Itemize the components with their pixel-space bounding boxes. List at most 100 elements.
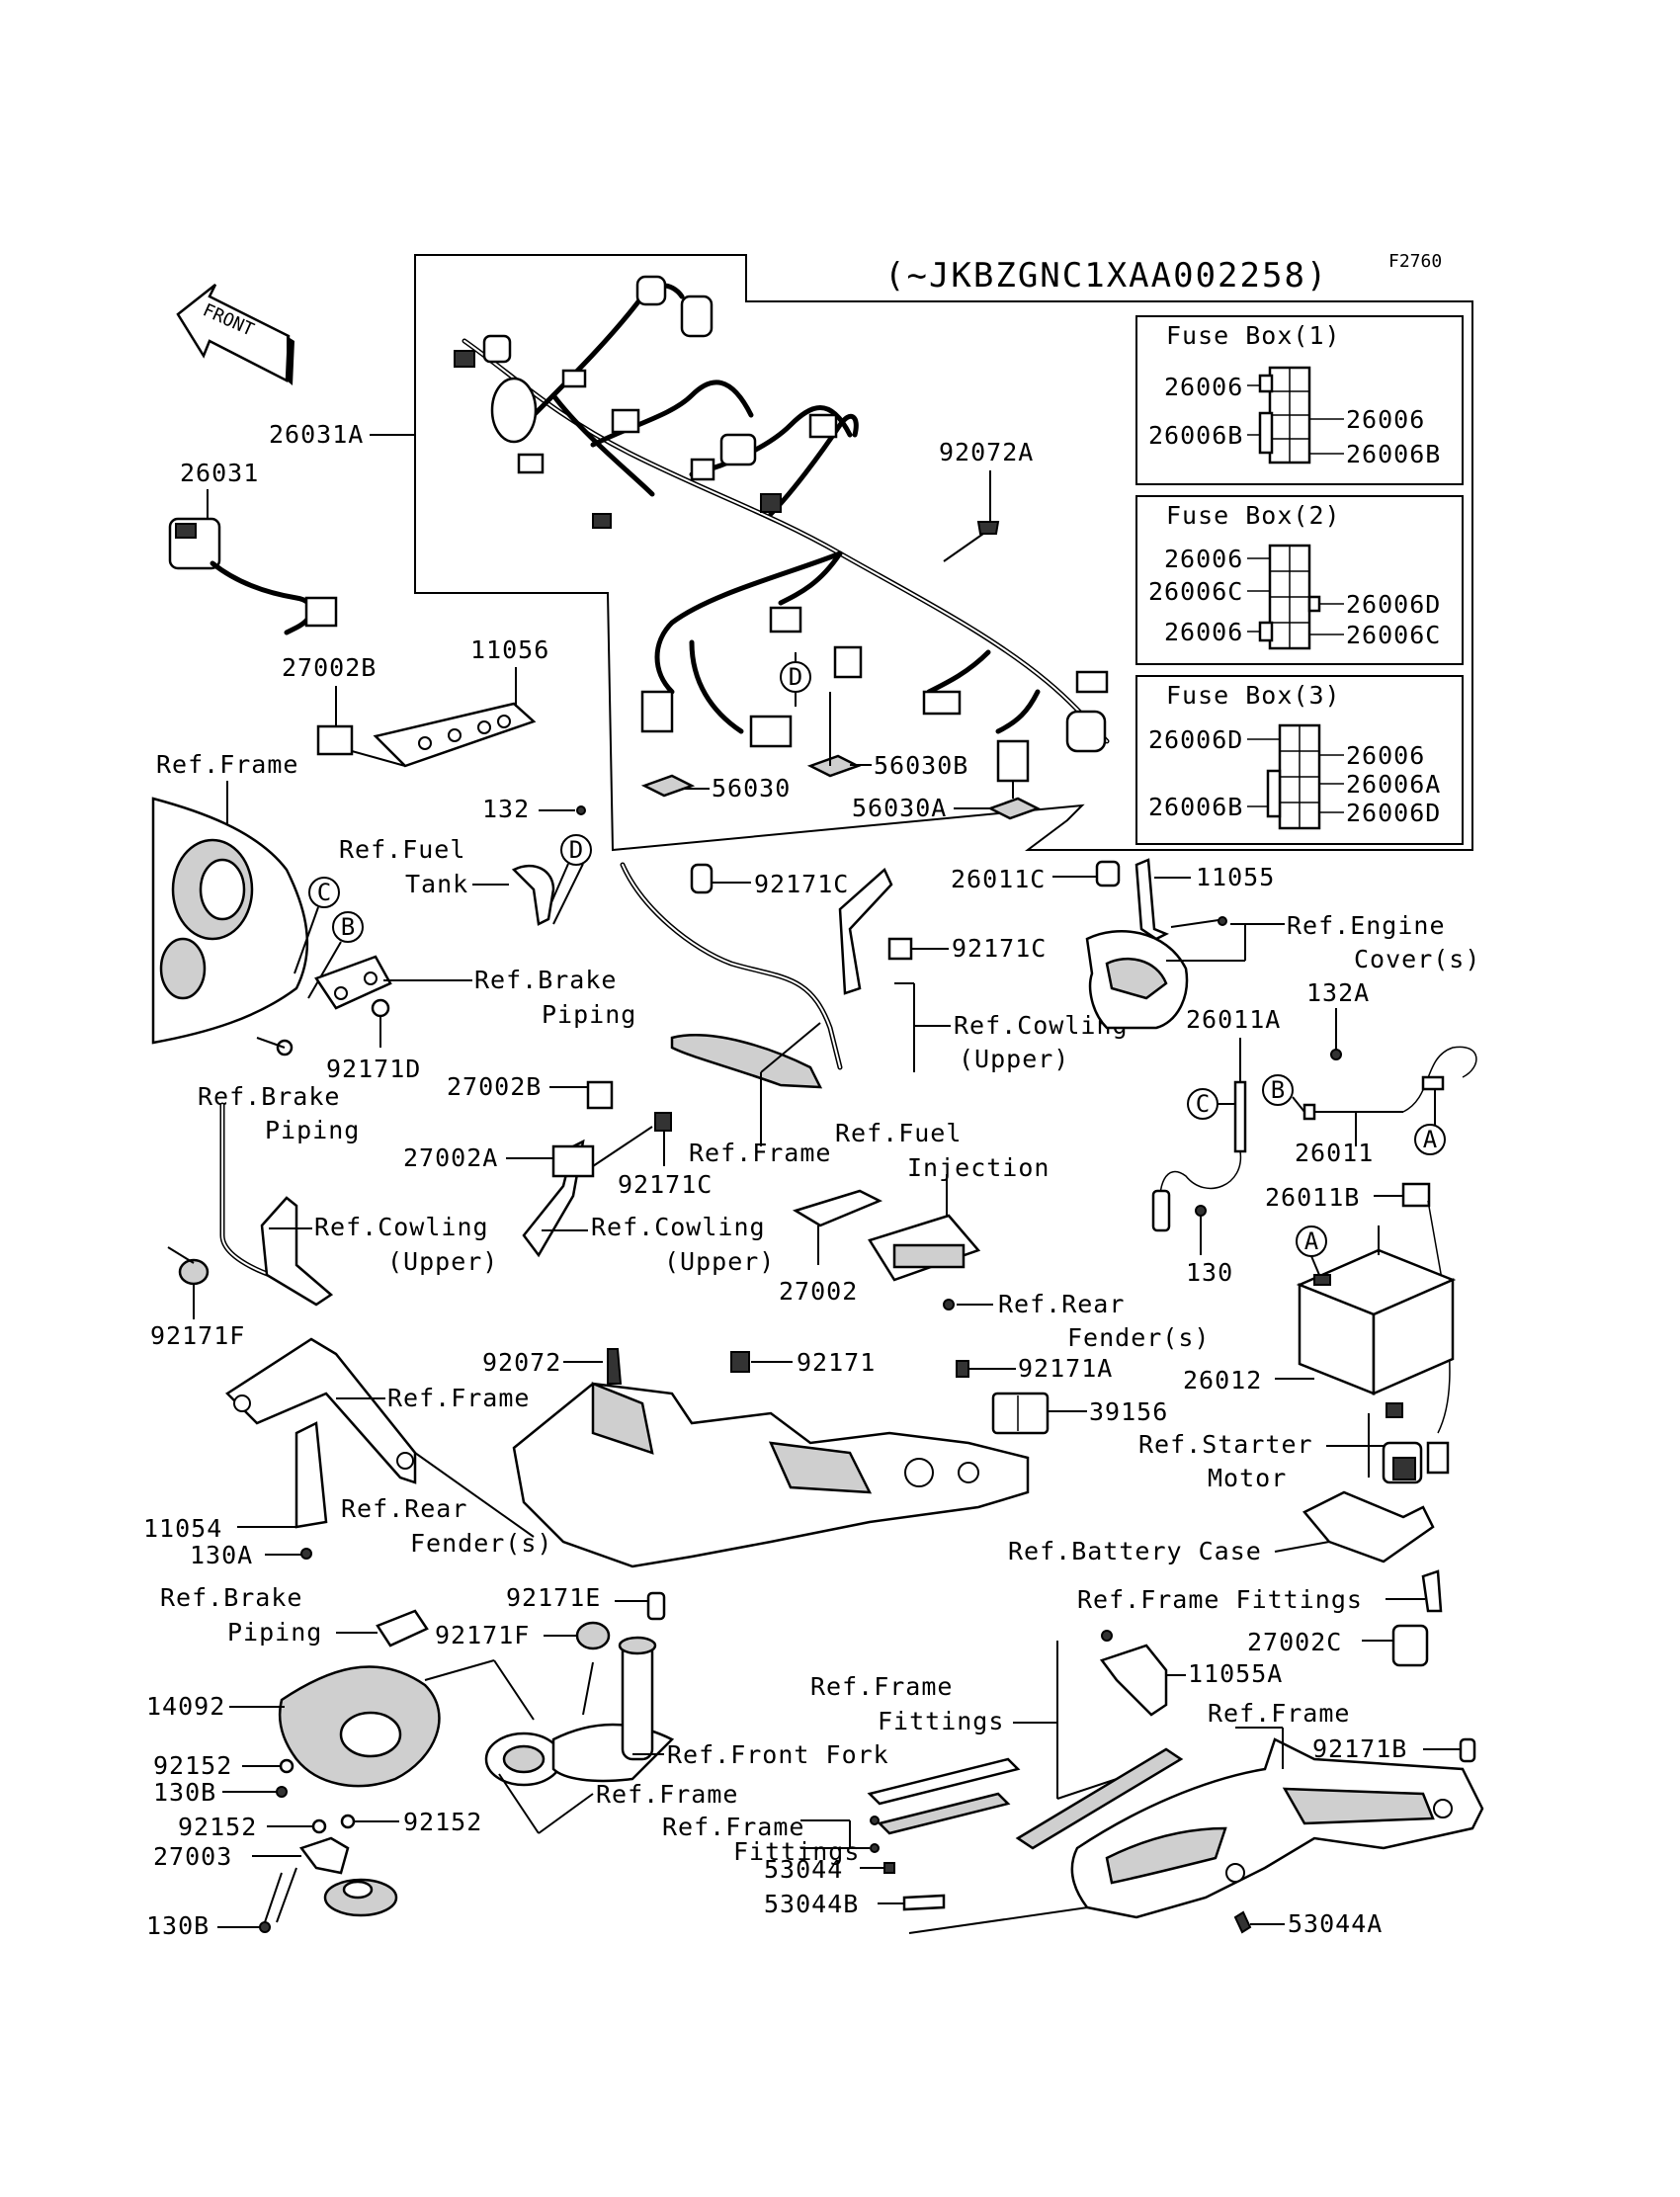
ref-frame-fittings-b2: Fittings <box>878 1707 1004 1735</box>
part-53044A: 53044A <box>1288 1909 1383 1938</box>
harness-group-outline <box>414 254 1473 852</box>
part-53044: 53044 <box>764 1855 843 1884</box>
part-130B-b: 130B <box>146 1911 210 1940</box>
part-130A: 130A <box>190 1541 253 1569</box>
starter-relay <box>1382 1402 1450 1484</box>
figure-code-label: F2760 <box>1388 251 1442 272</box>
ref-cowling-c2: (Upper) <box>387 1247 498 1276</box>
ref-brake-piping-c1: Ref.Brake <box>160 1583 302 1612</box>
cowling-stay-left <box>178 1102 334 1307</box>
sub-harness-26031 <box>168 517 338 635</box>
ref-frame-3: Ref.Frame <box>387 1384 530 1412</box>
callout-b-right-letter: B <box>1271 1076 1285 1104</box>
ref-cowling-b2: (Upper) <box>664 1247 775 1276</box>
part-26011B: 26011B <box>1265 1183 1360 1212</box>
part-56030: 56030 <box>712 774 791 803</box>
fuse-box-2-left-0: 26006 <box>1164 545 1243 573</box>
ref-frame-1: Ref.Frame <box>156 750 298 779</box>
battery <box>1296 1248 1457 1395</box>
part-53044B: 53044B <box>764 1890 859 1918</box>
ref-frame-fittings-c2: Fittings <box>733 1837 860 1866</box>
fuse-box-3-left-1: 26006B <box>1148 793 1243 821</box>
rear-fender-tray <box>512 1382 1030 1568</box>
part-92072: 92072 <box>482 1348 561 1377</box>
serial-range-label: (~JKBZGNC1XAA002258) <box>884 256 1328 296</box>
part-26011A: 26011A <box>1186 1005 1281 1034</box>
fuse-box-1-title: Fuse Box(1) <box>1166 321 1341 350</box>
ref-cowling-c1: Ref.Cowling <box>314 1213 489 1241</box>
horn-27003 <box>298 1836 398 1917</box>
ref-starter-2: Motor <box>1208 1464 1287 1492</box>
fuse-box-3-title: Fuse Box(3) <box>1166 681 1341 710</box>
part-27002B-b: 27002B <box>447 1072 542 1101</box>
callout-b-left-letter: B <box>341 913 355 941</box>
part-26031A: 26031A <box>269 420 364 449</box>
part-11056: 11056 <box>470 635 549 664</box>
frame-rail-long <box>1015 1747 1184 1850</box>
callout-d-mid: D <box>547 834 592 925</box>
fuse-box-3: Fuse Box(3) 26006D 26006B 26006 26006A 2… <box>1135 675 1464 845</box>
ref-fuel-inj-2: Injection <box>907 1153 1050 1182</box>
fuse-box-3-right-1: 26006A <box>1346 770 1441 799</box>
ref-fuel-tank-1: Ref.Fuel <box>339 835 465 864</box>
ref-front-fork: Ref.Front Fork <box>667 1740 889 1769</box>
part-92171E: 92171E <box>506 1583 601 1612</box>
part-92152-c: 92152 <box>403 1808 482 1836</box>
part-92171F-a: 92171F <box>150 1321 245 1350</box>
callout-d-top: D <box>780 652 811 707</box>
brake-piping-bracket <box>314 955 392 1010</box>
cable-26011A <box>1151 1080 1247 1232</box>
ref-fuel-tank-2: Tank <box>405 870 468 898</box>
ref-frame-fittings-a: Ref.Frame Fittings <box>1077 1585 1363 1614</box>
fuse-box-3-left-0: 26006D <box>1148 725 1243 754</box>
ecu-unit <box>792 1189 981 1282</box>
part-56030A: 56030A <box>852 794 947 822</box>
part-26011C: 26011C <box>951 865 1046 893</box>
front-arrow-icon: FRONT <box>176 284 294 385</box>
callout-b-right: B <box>1262 1074 1305 1113</box>
fuse-box-2-right-0: 26006D <box>1346 590 1441 619</box>
part-92171B: 92171B <box>1312 1734 1407 1763</box>
part-92171C-b: 92171C <box>952 934 1047 963</box>
part-27002A: 27002A <box>403 1143 498 1172</box>
part-11055: 11055 <box>1196 863 1275 891</box>
ref-rear-fender-a2: Fender(s) <box>1067 1323 1210 1352</box>
part-14092: 14092 <box>146 1692 225 1721</box>
cable-26011 <box>1302 1046 1477 1121</box>
frame-rail-short <box>867 1757 1021 1835</box>
ref-frame-5: Ref.Frame <box>1208 1699 1350 1728</box>
ref-rear-fender-a1: Ref.Rear <box>998 1290 1125 1318</box>
front-fork-stem <box>484 1636 675 1787</box>
part-130: 130 <box>1186 1258 1233 1287</box>
ref-brake-piping-a2: Piping <box>542 1000 636 1029</box>
upper-bracket-right <box>838 867 913 995</box>
part-56030B: 56030B <box>874 751 968 780</box>
ref-rear-fender-b2: Fender(s) <box>410 1529 552 1558</box>
callout-d-mid-letter: D <box>569 836 583 864</box>
fuse-box-2-right-1: 26006C <box>1346 621 1441 649</box>
part-92171A: 92171A <box>1018 1354 1113 1383</box>
part-92171C-c: 92171C <box>618 1170 713 1199</box>
engine-cover <box>1085 929 1189 1030</box>
callout-a-battery: A <box>1296 1225 1327 1276</box>
callout-c-right-letter: C <box>1196 1090 1210 1118</box>
part-132A: 132A <box>1306 978 1370 1007</box>
part-27002: 27002 <box>779 1277 858 1306</box>
ref-starter-1: Ref.Starter <box>1138 1430 1313 1459</box>
frame-bracket-left <box>225 1337 417 1529</box>
part-92072A: 92072A <box>939 438 1034 466</box>
part-39156: 39156 <box>1089 1397 1168 1426</box>
callout-a-battery-letter: A <box>1304 1227 1319 1255</box>
ref-engine-cover-2: Cover(s) <box>1354 945 1480 973</box>
callout-c-left-letter: C <box>317 879 331 906</box>
relay-39156 <box>991 1392 1050 1435</box>
ref-brake-piping-a1: Ref.Brake <box>474 966 617 994</box>
part-11056-bracket <box>373 702 537 768</box>
ref-brake-piping-c2: Piping <box>227 1618 322 1647</box>
ref-frame-4: Ref.Frame <box>596 1780 738 1809</box>
callout-d-top-letter: D <box>789 663 802 691</box>
fuse-box-1-left-1: 26006B <box>1148 421 1243 450</box>
part-92171: 92171 <box>797 1348 876 1377</box>
fuse-box-2-left-2: 26006 <box>1164 618 1243 646</box>
callout-a-right-letter: A <box>1423 1126 1438 1153</box>
